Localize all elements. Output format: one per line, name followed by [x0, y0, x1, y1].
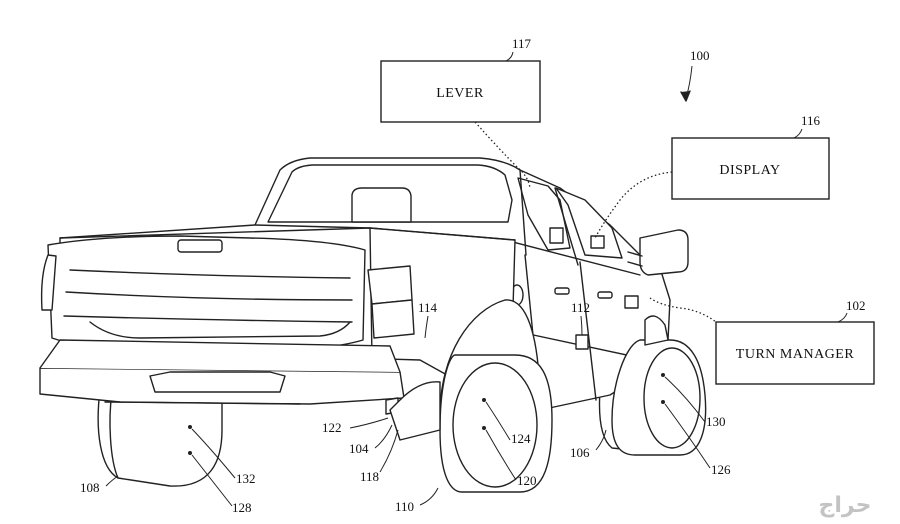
- ref-120: 120: [517, 473, 537, 488]
- watermark: حراج: [819, 493, 872, 518]
- ref-132: 132: [236, 471, 256, 486]
- watermark-text: حراج: [819, 493, 872, 518]
- display-box: DISPLAY 116: [671, 113, 830, 200]
- turn-manager-ref: 102: [846, 298, 866, 313]
- ref-114: 114: [418, 300, 438, 315]
- connector-lines: [474, 121, 717, 323]
- truck-cab: [254, 157, 689, 416]
- ref-110: 110: [395, 499, 414, 514]
- lever-label: LEVER: [436, 86, 484, 101]
- turn-manager-box: TURN MANAGER 102: [715, 298, 875, 385]
- pickup-truck-drawing: [39, 157, 707, 493]
- ref-112: 112: [571, 300, 590, 315]
- display-connector: [594, 171, 673, 239]
- display-label: DISPLAY: [719, 163, 780, 178]
- ref-122: 122: [322, 420, 342, 435]
- ref-108: 108: [80, 480, 100, 495]
- reference-numerals: 114 112 122 104 118 124 120 110 106 130 …: [80, 300, 731, 515]
- display-ref: 116: [801, 113, 821, 128]
- lever-box: LEVER 117: [380, 36, 541, 123]
- front-left-wheel: [611, 315, 707, 456]
- lever-ref: 117: [512, 36, 532, 51]
- rear-right-wheel: [389, 354, 553, 493]
- ref-128: 128: [232, 500, 252, 515]
- figure-label: 100: [680, 48, 710, 102]
- figure-ref: 100: [690, 48, 710, 63]
- turn-manager-label: TURN MANAGER: [736, 347, 855, 362]
- ref-104: 104: [349, 441, 369, 456]
- rear-bumper: [39, 339, 405, 415]
- tailgate: [40, 235, 415, 353]
- rear-left-wheel: [97, 389, 223, 487]
- ref-118: 118: [360, 469, 379, 484]
- ref-106: 106: [570, 445, 590, 460]
- ref-124: 124: [511, 431, 531, 446]
- ref-126: 126: [711, 462, 731, 477]
- lever-connector: [474, 121, 531, 189]
- ref-130: 130: [706, 414, 726, 429]
